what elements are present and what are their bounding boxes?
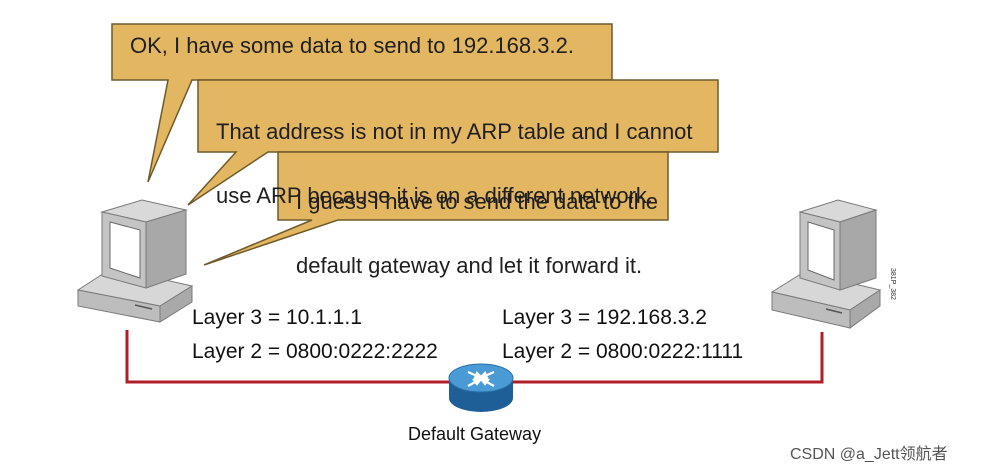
right-host-layer2-label: Layer 2 = 0800:0222:1111 xyxy=(502,340,744,363)
speech-bubble-1 xyxy=(111,23,613,183)
watermark: CSDN @a_Jett领航者 xyxy=(790,446,948,463)
link-left-host-to-gateway xyxy=(125,330,450,384)
speech-bubble-2 xyxy=(187,79,719,206)
left-computer-icon xyxy=(76,199,194,323)
figure-code: 381P_382 xyxy=(889,268,896,300)
left-host-layer3-label: Layer 3 = 10.1.1.1 xyxy=(192,306,362,329)
left-host-layer2-label: Layer 2 = 0800:0222:2222 xyxy=(192,340,438,363)
link-gateway-to-right-host xyxy=(512,332,824,384)
default-gateway-label: Default Gateway xyxy=(408,424,542,444)
right-computer-icon xyxy=(770,199,882,329)
router-icon xyxy=(448,363,514,412)
speech-bubble-3 xyxy=(203,151,669,266)
right-host-layer3-label: Layer 3 = 192.168.3.2 xyxy=(502,306,707,329)
